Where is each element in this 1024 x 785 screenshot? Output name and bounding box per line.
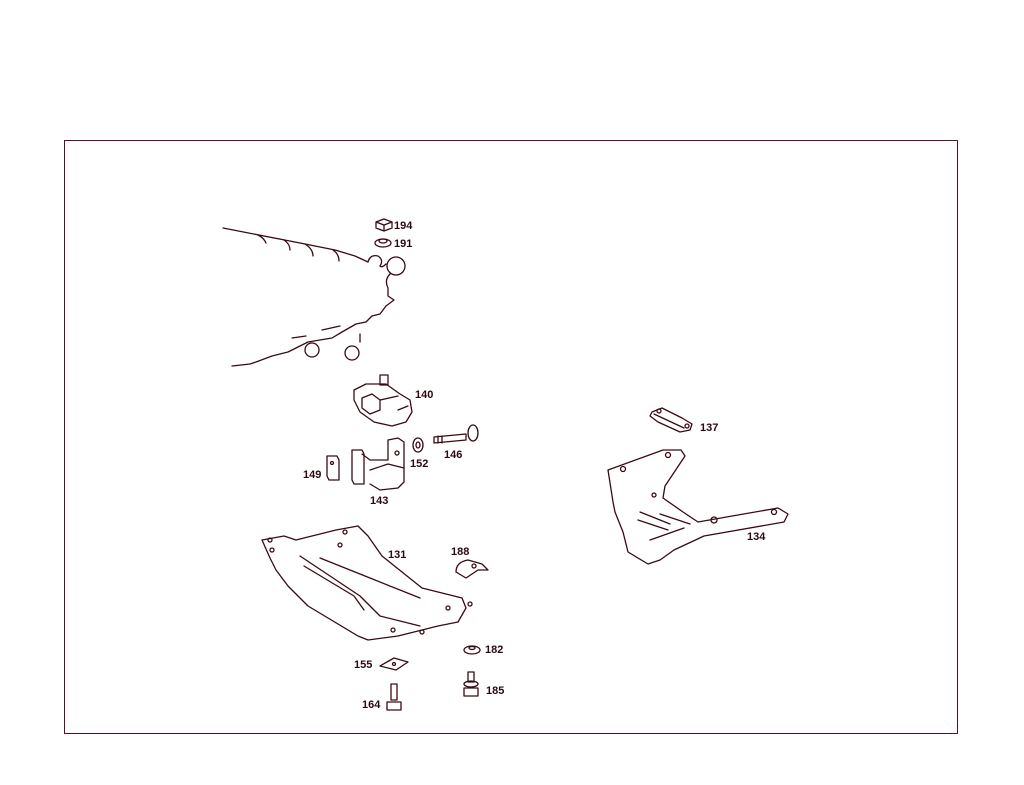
- part-label-134[interactable]: 134: [747, 531, 766, 543]
- bolt-icon: [463, 671, 479, 697]
- crossmember-bracket-icon: [607, 449, 789, 565]
- part-label-149[interactable]: 149: [303, 469, 322, 481]
- washer-icon: [412, 437, 424, 453]
- plate-icon: [379, 657, 409, 671]
- bracket-icon: [351, 437, 405, 491]
- rubber-mount-icon: [353, 374, 413, 427]
- part-label-143[interactable]: 143: [370, 495, 389, 507]
- part-label-131[interactable]: 131: [388, 549, 407, 561]
- part-label-140[interactable]: 140: [415, 389, 434, 401]
- part-label-137[interactable]: 137: [700, 422, 719, 434]
- part-label-164[interactable]: 164: [362, 699, 381, 711]
- transmission-housing-icon: [222, 227, 406, 367]
- part-label-182[interactable]: 182: [485, 644, 504, 656]
- crossmember-icon: [261, 525, 473, 641]
- diagram-frame: [64, 140, 958, 734]
- hex-nut-icon: [375, 218, 393, 232]
- washer-icon: [374, 238, 392, 248]
- part-label-194[interactable]: 194: [394, 220, 413, 232]
- part-label-191[interactable]: 191: [394, 238, 413, 250]
- strap-icon: [649, 407, 693, 433]
- part-label-146[interactable]: 146: [444, 449, 463, 461]
- bushing-icon: [463, 645, 481, 655]
- plate-icon: [326, 455, 340, 481]
- bolt-icon: [433, 424, 479, 444]
- bolt-icon: [386, 683, 402, 711]
- part-label-155[interactable]: 155: [354, 659, 373, 671]
- part-label-188[interactable]: 188: [451, 546, 470, 558]
- part-label-185[interactable]: 185: [486, 685, 505, 697]
- clip-icon: [455, 559, 489, 579]
- part-label-152[interactable]: 152: [410, 458, 429, 470]
